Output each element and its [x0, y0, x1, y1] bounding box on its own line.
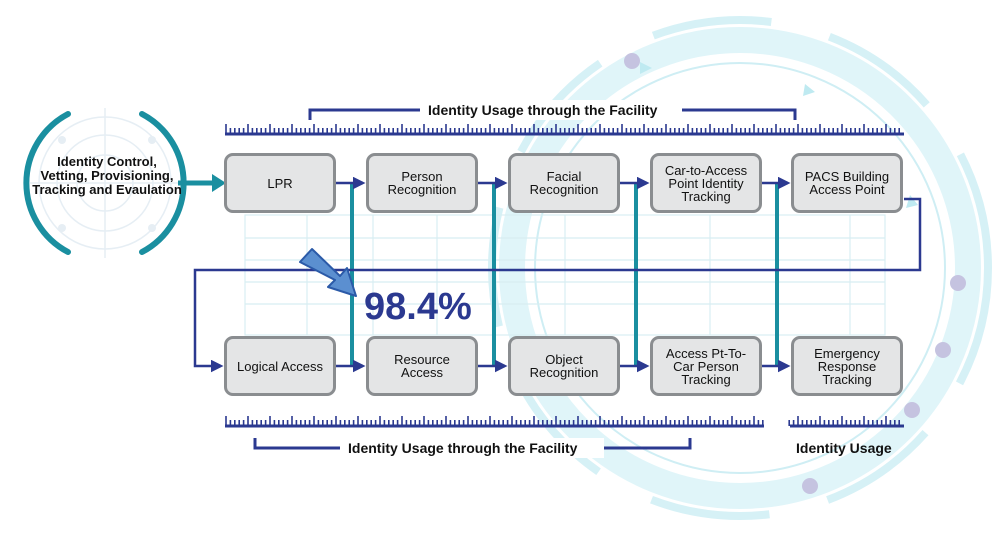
ring-arrow-decoration	[906, 195, 918, 208]
node-facial-recognition[interactable]: Facial Recognition	[508, 153, 620, 213]
ring-dot-decoration	[950, 275, 966, 291]
ring-dot-decoration	[935, 342, 951, 358]
node-car-to-access-tracking[interactable]: Car-to-Access Point Identity Tracking	[650, 153, 762, 213]
bottom-banner-backing	[340, 438, 604, 458]
bottom-ruler	[225, 416, 904, 428]
ring-dot-decoration	[624, 53, 640, 69]
entry-arrow-head	[212, 174, 226, 192]
node-lpr[interactable]: LPR	[224, 153, 336, 213]
teal-connectors	[350, 183, 779, 366]
top-banner-backing	[420, 100, 682, 120]
node-object-recognition[interactable]: Object Recognition	[508, 336, 620, 396]
ring-dot-decoration	[904, 402, 920, 418]
ring-arrow-decoration	[640, 62, 652, 74]
ring-dot-decoration	[802, 478, 818, 494]
right-banner-label: Identity Usage	[796, 440, 892, 456]
node-resource-access[interactable]: Resource Access	[366, 336, 478, 396]
node-person-recognition[interactable]: Person Recognition	[366, 153, 478, 213]
node-logical-access[interactable]: Logical Access	[224, 336, 336, 396]
top-ruler	[225, 124, 904, 136]
percentage-stat: 98.4%	[364, 286, 472, 328]
source-left-arc	[23, 111, 71, 255]
source-emblem	[23, 108, 187, 258]
background-rings	[488, 16, 992, 520]
wrap-around-arrow	[193, 197, 922, 373]
outer-ring-decoration	[499, 27, 981, 509]
source-label: Identity Control, Vetting, Provisioning,…	[32, 154, 182, 197]
bottom-banner-label: Identity Usage through the Facility	[348, 440, 578, 456]
inner-ring-decoration	[534, 62, 946, 474]
node-access-pt-to-car-tracking[interactable]: Access Pt-To-Car Person Tracking	[650, 336, 762, 396]
ring-arrow-decoration	[803, 84, 815, 96]
node-emergency-response-tracking[interactable]: Emergency Response Tracking	[791, 336, 903, 396]
top-banner-label: Identity Usage through the Facility	[428, 102, 658, 118]
callout-arrow	[299, 248, 357, 297]
node-pacs-building-access[interactable]: PACS Building Access Point	[791, 153, 903, 213]
